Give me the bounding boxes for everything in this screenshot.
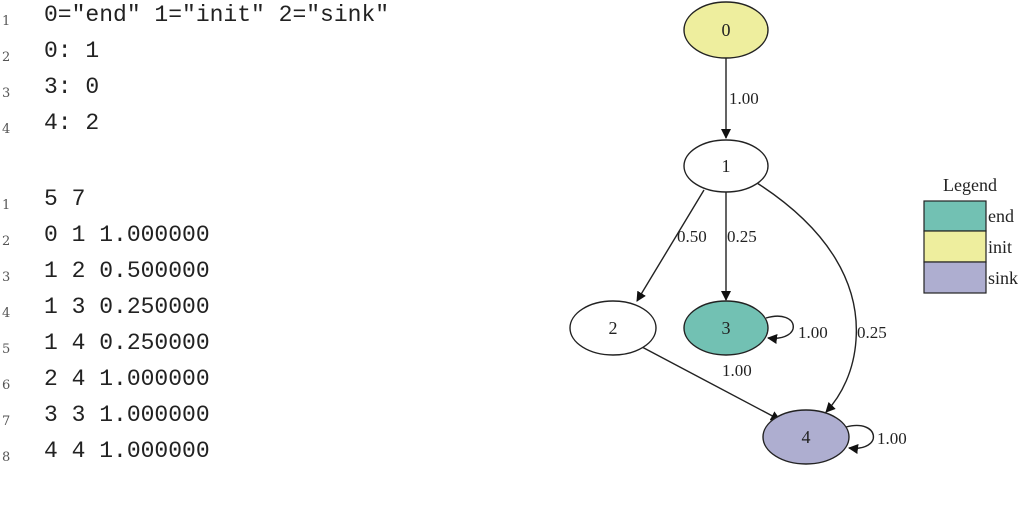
code-line: 2 0 1 1.000000 (0, 222, 210, 258)
node-3: 3 (683, 300, 769, 356)
code-line: 3 3: 0 (0, 74, 99, 110)
edge-label-1-3: 0.25 (727, 227, 757, 246)
edge-1-4 (756, 182, 858, 413)
legend: Legend end init sink (923, 175, 1018, 294)
markov-chain-graph: 1.00 0.50 0.25 0.25 1.00 1.00 1.00 0 1 2… (569, 1, 1018, 465)
line-number: 1 (2, 198, 11, 213)
edge-label-3-3: 1.00 (798, 323, 828, 342)
legend-label: sink (988, 268, 1018, 288)
edge-label-1-4: 0.25 (857, 323, 887, 342)
edge-3-3 (765, 315, 794, 344)
edge-2-4 (641, 346, 781, 421)
code-line: 1 0="end" 1="init" 2="sink" (0, 2, 389, 38)
line-text: 0 1 1.000000 (44, 222, 210, 248)
code-line: 3 1 2 0.500000 (0, 258, 210, 294)
line-number: 2 (2, 234, 11, 249)
node-label: 0 (722, 20, 731, 40)
line-text: 3: 0 (44, 74, 100, 100)
line-number: 1 (2, 14, 11, 29)
line-number: 4 (2, 122, 11, 137)
edge-label-1-2: 0.50 (677, 227, 707, 246)
line-text: 1 2 0.500000 (44, 258, 210, 284)
line-text: 3 3 1.000000 (44, 402, 210, 428)
node-4: 4 (762, 409, 850, 465)
node-1: 1 (683, 139, 769, 193)
legend-label: end (988, 206, 1014, 226)
line-text: 0="end" 1="init" 2="sink" (44, 2, 390, 28)
code-line: 5 1 4 0.250000 (0, 330, 210, 366)
line-number: 4 (2, 306, 11, 321)
node-2: 2 (569, 300, 657, 356)
legend-swatch (923, 230, 987, 263)
line-text: 4 4 1.000000 (44, 438, 210, 464)
line-text: 1 4 0.250000 (44, 330, 210, 356)
legend-label: init (988, 237, 1012, 257)
node-label: 2 (609, 318, 618, 338)
node-label: 3 (722, 318, 731, 338)
code-line: 8 4 4 1.000000 (0, 438, 210, 474)
line-text: 4: 2 (44, 110, 100, 136)
edge-1-2 (636, 189, 705, 302)
node-label: 1 (722, 156, 731, 176)
edge-label-0-1: 1.00 (729, 89, 759, 108)
edge-label-4-4: 1.00 (877, 429, 907, 448)
line-text: 1 3 0.250000 (44, 294, 210, 320)
code-line: 6 2 4 1.000000 (0, 366, 210, 402)
line-number: 5 (2, 342, 11, 357)
code-line: 4 1 3 0.250000 (0, 294, 210, 330)
node-label: 4 (802, 427, 811, 447)
line-number: 2 (2, 50, 11, 65)
legend-swatch (923, 261, 987, 294)
line-text: 0: 1 (44, 38, 100, 64)
legend-item-end: end (923, 200, 1014, 232)
line-number: 3 (2, 270, 11, 285)
code-line: 7 3 3 1.000000 (0, 402, 210, 438)
code-line: 1 5 7 (0, 186, 85, 222)
line-number: 6 (2, 378, 11, 393)
code-line: 2 0: 1 (0, 38, 99, 74)
edge-4-4 (845, 424, 875, 454)
line-text: 5 7 (44, 186, 86, 212)
edge-label-2-4: 1.00 (722, 361, 752, 380)
line-text: 2 4 1.000000 (44, 366, 210, 392)
legend-swatch (923, 200, 987, 232)
line-number: 7 (2, 414, 11, 429)
node-0: 0 (683, 1, 769, 59)
legend-item-sink: sink (923, 261, 1018, 294)
legend-item-init: init (923, 230, 1012, 263)
line-number: 3 (2, 86, 11, 101)
code-line: 4 4: 2 (0, 110, 99, 146)
line-number: 8 (2, 450, 11, 465)
legend-title: Legend (943, 175, 997, 195)
